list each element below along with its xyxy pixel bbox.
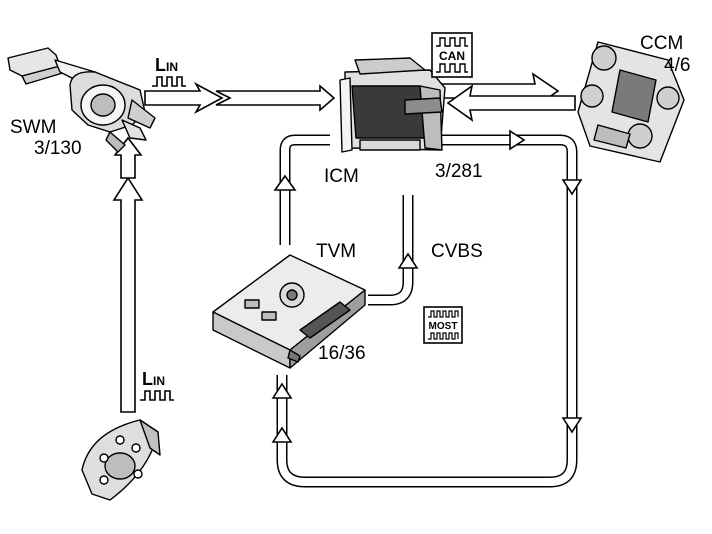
swm-label: SWM — [10, 117, 56, 138]
can-badge: CAN — [431, 32, 473, 78]
lin-badge-left-prefix: L — [142, 369, 153, 389]
cvbs-link — [368, 195, 419, 306]
lin-badge-top: L IN — [152, 55, 186, 87]
swm-code: 3/130 — [34, 138, 82, 159]
ring-arrowhead-1 — [273, 174, 297, 191]
icm-label: ICM — [324, 166, 359, 187]
lin-arrow-swm-icm-body — [144, 81, 224, 115]
steering-buttons-icon — [81, 419, 161, 501]
lin-arrow-swm-icm-tail — [215, 84, 336, 112]
cvbs-label: CVBS — [431, 241, 483, 262]
square-wave-icon — [140, 390, 174, 401]
tvm-label: TVM — [316, 241, 356, 262]
most-badge-label: MOST — [429, 321, 458, 332]
ccm-code: 4/6 — [664, 55, 690, 76]
most-ring — [271, 129, 583, 488]
lin-badge-top-suffix: IN — [166, 60, 178, 74]
climate-panel-icon — [577, 41, 685, 163]
tv-module-icon — [212, 254, 366, 369]
square-wave-icon — [436, 37, 468, 47]
ccm-label: CCM — [640, 33, 683, 54]
can-arrow-ccm-icm — [446, 84, 576, 122]
tvm-code: 16/36 — [318, 343, 366, 364]
lin-arrow-steer-swm — [112, 176, 144, 413]
lever-switch-icon — [7, 47, 156, 153]
ring-arrowhead-6 — [271, 382, 293, 399]
square-wave-icon — [428, 332, 459, 340]
square-wave-icon — [428, 310, 459, 318]
lin-badge-left: L IN — [140, 369, 174, 401]
lin-badge-left-suffix: IN — [153, 374, 165, 388]
square-wave-icon — [152, 76, 186, 87]
square-wave-icon — [436, 63, 468, 73]
ring-arrowhead-5 — [271, 426, 293, 443]
lin-badge-top-prefix: L — [155, 55, 166, 75]
icm-code: 3/281 — [435, 161, 483, 182]
ring-arrowhead-4 — [561, 417, 583, 434]
can-badge-label: CAN — [439, 49, 465, 63]
ring-arrowhead-3 — [561, 179, 583, 196]
ring-arrowhead-2 — [509, 129, 526, 151]
instrument-module-icon — [339, 57, 446, 153]
most-badge: MOST — [423, 306, 463, 344]
